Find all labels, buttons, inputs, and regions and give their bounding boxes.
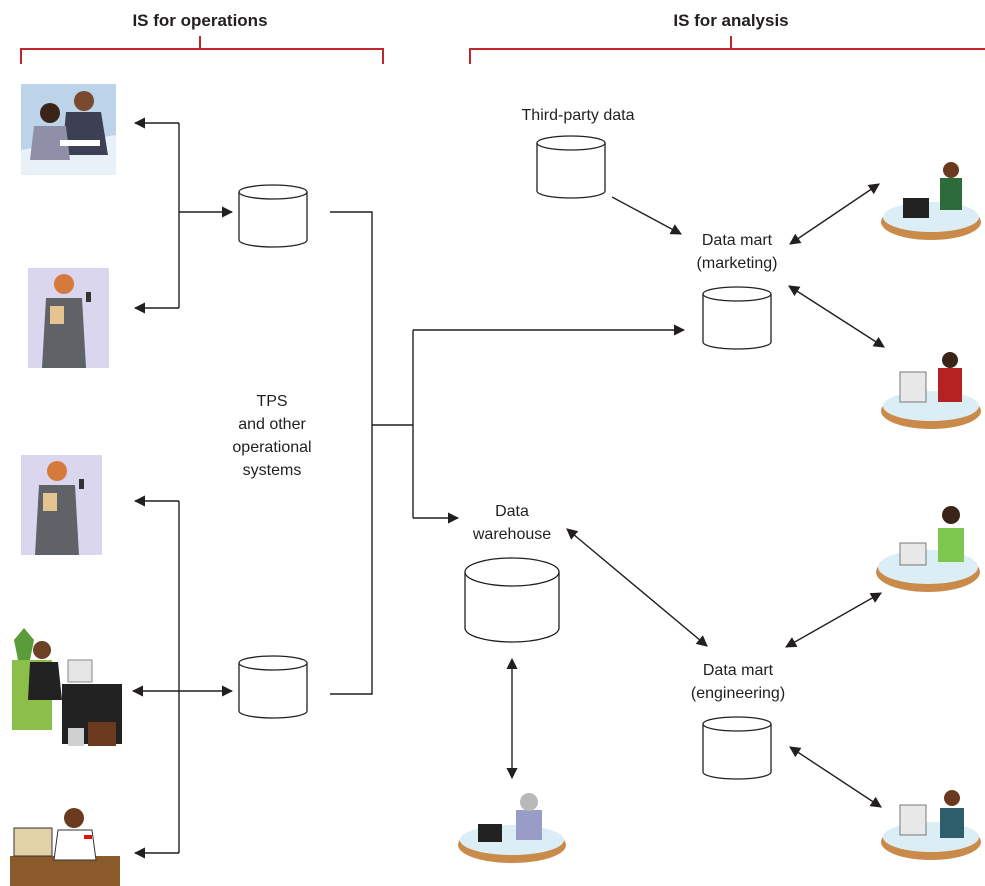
engineering-data-mart-database [702, 716, 772, 780]
operations-bracket [20, 36, 384, 64]
data-mart-engineering-label-line-1: Data mart [703, 662, 774, 679]
businesswoman-phone-icon [28, 268, 109, 368]
tps-label-line-1: TPS [256, 393, 287, 410]
tps-label-line-2: and other [238, 416, 306, 433]
operational-database-top [238, 184, 308, 248]
analysis-bracket [469, 36, 985, 64]
operational-database-bottom [238, 655, 308, 719]
analyst-workstation-icon-1 [881, 162, 981, 240]
marketing-data-mart-database [702, 286, 772, 350]
data-warehouse-label-line-1: Data [495, 503, 529, 520]
office-team-icon [21, 84, 116, 175]
data-mart-marketing-label: Data mart (marketing) [697, 232, 778, 272]
tps-to-analysis-connector [330, 211, 686, 695]
analyst-workstation-icon-3 [876, 506, 980, 592]
warehouse-analyst-workstation-icon [458, 793, 566, 863]
analysis-connectors [506, 183, 885, 808]
operations-top-connectors [133, 117, 234, 314]
analyst-workstation-icon-4 [881, 790, 981, 860]
header-is-for-operations: IS for operations [132, 11, 267, 30]
cashier-register-icon [10, 808, 120, 886]
data-mart-engineering-label: Data mart (engineering) [691, 662, 785, 702]
data-warehouse-database [464, 557, 560, 643]
data-mart-marketing-label-line-1: Data mart [702, 232, 773, 249]
header-is-for-analysis: IS for analysis [673, 11, 788, 30]
businesswoman-phone-icon-2 [21, 455, 102, 555]
third-party-database [536, 135, 606, 199]
tps-label-line-3: operational [232, 439, 311, 456]
data-warehouse-label-line-2: warehouse [472, 526, 551, 543]
third-party-data-label: Third-party data [522, 107, 635, 124]
analyst-workstation-icon-2 [881, 352, 981, 429]
tps-label: TPS and other operational systems [232, 393, 311, 479]
tps-label-line-4: systems [243, 462, 302, 479]
office-worker-desk-icon [12, 628, 122, 746]
data-warehouse-label: Data warehouse [472, 503, 551, 543]
operations-bottom-connectors [131, 495, 234, 859]
data-mart-engineering-label-line-2: (engineering) [691, 685, 785, 702]
data-mart-marketing-label-line-2: (marketing) [697, 255, 778, 272]
